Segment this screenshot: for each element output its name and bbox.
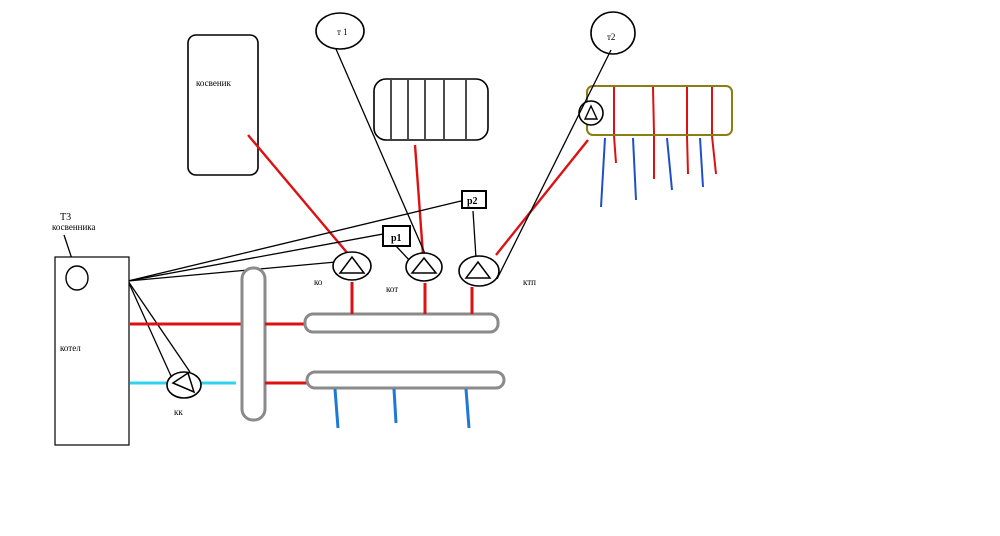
thermostat-t2-label: т2 — [607, 32, 615, 42]
pump-kot — [405, 252, 443, 282]
return-manifold — [305, 370, 506, 390]
pump-kot-label: кот — [386, 284, 398, 294]
relay-p1 — [382, 225, 411, 247]
pump-ko-label: ко — [314, 277, 323, 287]
pipe-to-radiator — [413, 144, 425, 256]
relay-p2 — [461, 190, 487, 209]
pump-kk-label: кк — [174, 407, 183, 417]
pump-ko — [332, 251, 372, 281]
indirect-water-heater-label: косвеник — [196, 78, 231, 88]
thermostat-t1-label: т 1 — [337, 27, 348, 37]
radiator — [373, 78, 489, 141]
pump-ktp — [458, 255, 500, 287]
sensor-t3 — [65, 265, 89, 291]
thermostat-t1 — [315, 12, 365, 50]
floor-heating-manifold — [586, 85, 733, 208]
supply-manifold — [303, 312, 500, 334]
indirect-water-heater — [187, 34, 259, 176]
pipe-to-floor-heating — [495, 139, 589, 256]
relay-p2-label: р2 — [467, 196, 478, 207]
sensor-t3-label: Т3 — [60, 212, 71, 223]
pipe-to-water-heater — [247, 134, 350, 256]
sensor-t3-sublabel: косвенника — [52, 222, 96, 232]
pump-kk — [166, 371, 202, 399]
return-branch-1 — [333, 388, 340, 429]
return-branch-2 — [392, 388, 398, 424]
boiler-label: котел — [60, 343, 81, 353]
thermostat-t2 — [590, 11, 636, 55]
return-branch-3 — [464, 388, 471, 429]
boiler — [54, 256, 130, 446]
floor-manifold-pump — [578, 100, 604, 126]
relay-p1-label: р1 — [391, 233, 402, 244]
hydraulic-separator — [240, 266, 267, 422]
pump-ktp-label: ктп — [523, 277, 536, 287]
